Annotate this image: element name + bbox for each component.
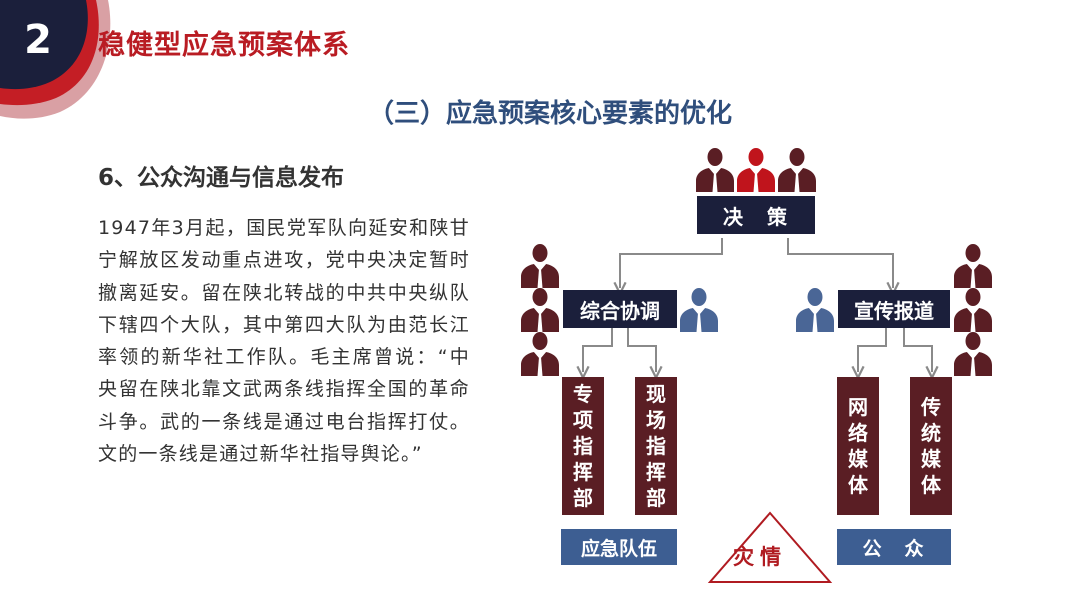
disaster-label: 灾情	[733, 545, 787, 569]
emergency-team-box: 应急队伍	[561, 529, 677, 565]
person-icon	[954, 244, 992, 288]
slide-title: 稳健型应急预案体系	[98, 30, 350, 61]
person-icon	[954, 288, 992, 332]
person-icon	[521, 244, 559, 288]
field-command-label: 现场指挥部	[646, 382, 666, 510]
person-icon-leader	[737, 148, 775, 192]
slide-number: 2	[24, 17, 52, 63]
person-icon	[954, 332, 992, 376]
slide-subtitle: （三）应急预案核心要素的优化	[367, 99, 732, 129]
section-body-text: 1947年3月起，国民党军队向延安和陕甘宁解放区发动重点进攻，党中央决定暂时撤离…	[98, 217, 470, 466]
field-command-box: 现场指挥部	[635, 377, 677, 515]
disaster-triangle	[707, 511, 833, 583]
publicity-box: 宣传报道	[838, 290, 950, 328]
person-icon	[796, 288, 834, 332]
network-media-label: 网络媒体	[848, 395, 868, 497]
person-icon	[521, 288, 559, 332]
traditional-media-box: 传统媒体	[910, 377, 952, 515]
special-command-box: 专项指挥部	[562, 377, 604, 515]
section-heading: 6、公众沟通与信息发布	[98, 165, 345, 191]
decision-box: 决 策	[697, 196, 815, 234]
person-icon	[696, 148, 734, 192]
coordination-box: 综合协调	[563, 290, 677, 328]
person-icon	[680, 288, 718, 332]
special-command-label: 专项指挥部	[573, 382, 593, 510]
person-icon	[778, 148, 816, 192]
corner-decoration	[0, 0, 111, 119]
traditional-media-label: 传统媒体	[921, 395, 941, 497]
network-media-box: 网络媒体	[837, 377, 879, 515]
person-icon	[521, 332, 559, 376]
public-box: 公 众	[837, 529, 951, 565]
